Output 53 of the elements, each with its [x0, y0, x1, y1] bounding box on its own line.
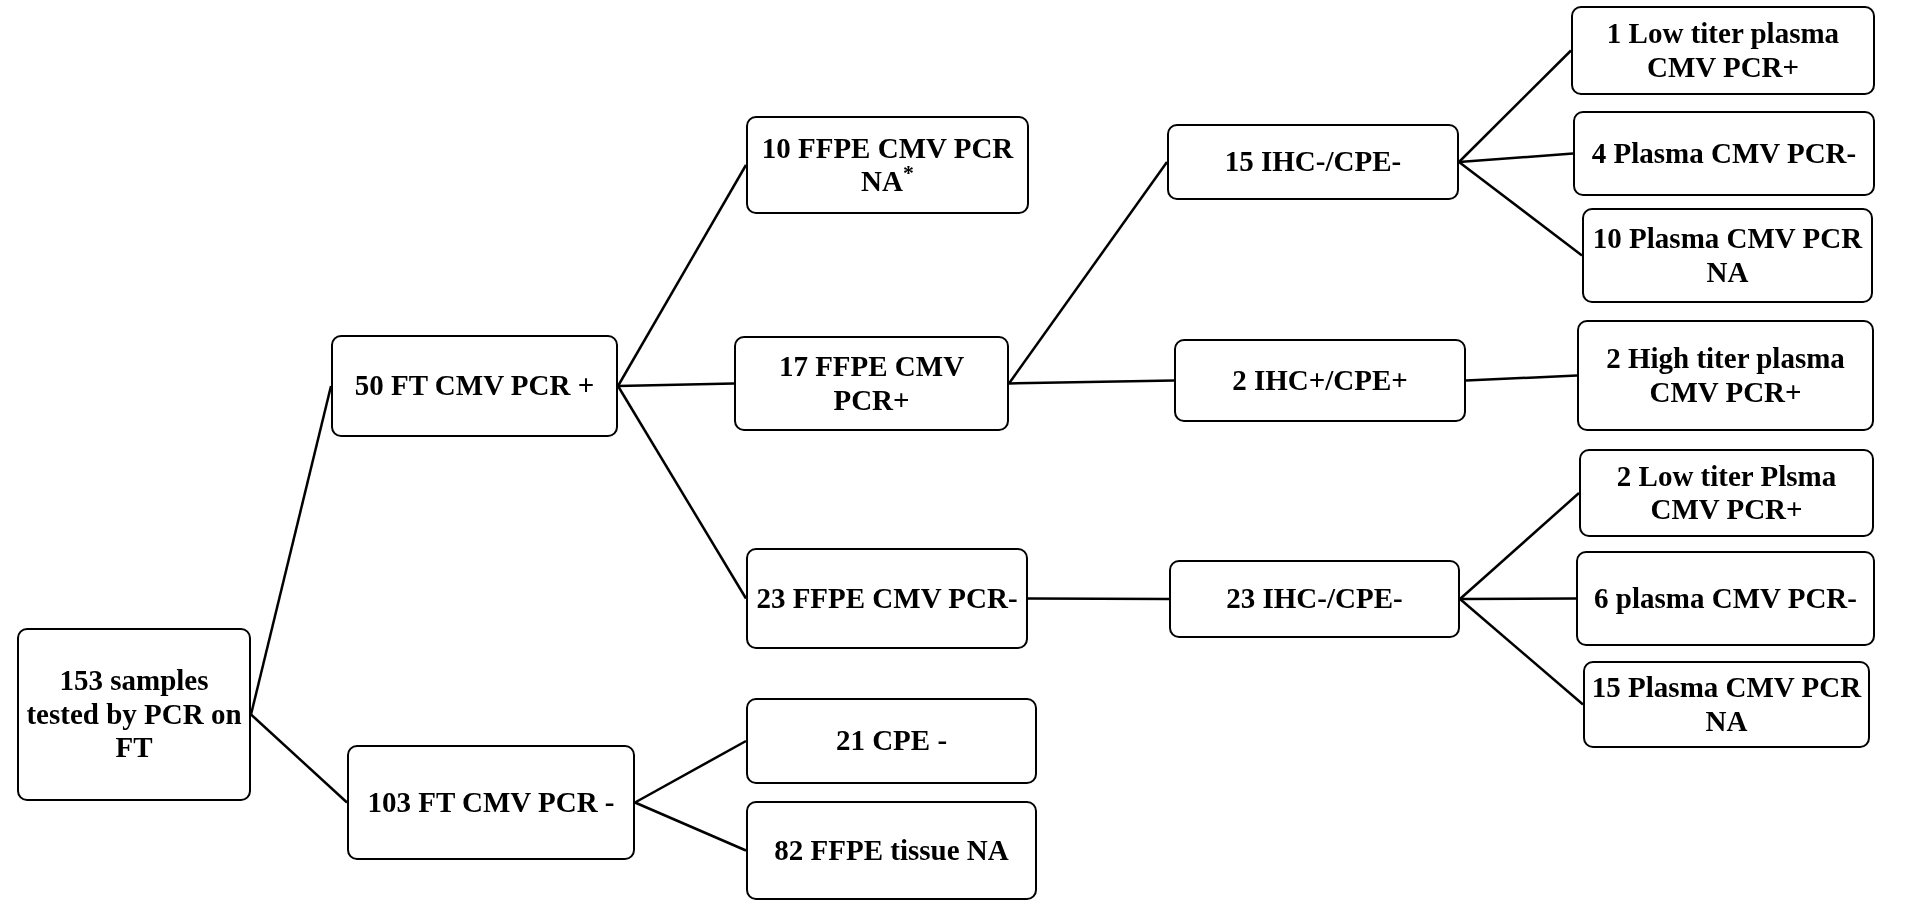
box-text: 23 FFPE CMV PCR- — [756, 581, 1018, 616]
connector-line — [1459, 492, 1580, 600]
process-box — [1577, 320, 1874, 431]
box-text: 15 IHC-/CPE- — [1224, 145, 1402, 179]
connector-line — [1458, 161, 1583, 257]
process-box — [746, 548, 1028, 649]
connector-line — [1458, 49, 1572, 163]
box-text: 50 FT CMV PCR + — [354, 369, 595, 403]
box-text: 82 FFPE tissue NA — [774, 833, 1009, 868]
connector-line — [1459, 598, 1584, 706]
connector-line — [1458, 152, 1574, 164]
process-box — [347, 745, 635, 860]
box-text: 21 CPE - — [835, 724, 948, 758]
process-box — [1576, 551, 1875, 646]
box-text: 2 Low titer Plsma CMV PCR+ — [1615, 459, 1838, 527]
process-box — [1169, 560, 1460, 638]
process-box — [331, 335, 618, 437]
box-text: 15 Plasma CMV PCR NA — [1590, 671, 1863, 738]
box-text: 103 FT CMV PCR - — [367, 785, 615, 820]
connector-line — [634, 801, 747, 852]
process-box — [746, 698, 1037, 784]
box-text: 4 Plasma CMV PCR- — [1591, 136, 1857, 171]
box-text: 17 FFPE CMV PCR+ — [777, 350, 966, 417]
box-text: 10 Plasma CMV PCR NA — [1591, 222, 1864, 289]
process-box — [746, 116, 1029, 214]
process-box — [734, 336, 1009, 431]
box-text: 23 IHC-/CPE- — [1226, 582, 1403, 616]
box-text: 153 samples tested by PCR on FT — [25, 664, 243, 765]
box-text: 2 High titer plasma CMV PCR+ — [1605, 342, 1846, 409]
box-text: 2 IHC+/CPE+ — [1232, 363, 1408, 398]
connector-line — [616, 164, 748, 387]
process-box — [1583, 661, 1870, 748]
box-text: 6 plasma CMV PCR- — [1594, 581, 1857, 616]
connector-line — [1465, 374, 1578, 382]
process-box — [746, 801, 1037, 900]
connector-line — [1008, 161, 1168, 385]
process-box — [1582, 208, 1873, 303]
process-box — [1167, 124, 1459, 200]
process-box — [1174, 339, 1466, 422]
process-box — [1579, 449, 1874, 537]
connector-line — [250, 713, 348, 804]
box-text: 1 Low titer plasma CMV PCR+ — [1605, 17, 1841, 84]
connector-line — [1028, 597, 1169, 601]
process-box — [1571, 6, 1875, 95]
box-text: 10 FFPE CMV PCR NA$^{*}$ — [760, 131, 1015, 199]
connector-line — [1460, 597, 1576, 601]
connector-line — [1008, 379, 1175, 385]
connector-line — [634, 739, 747, 804]
connector-line — [617, 382, 735, 388]
connector-line — [249, 385, 333, 715]
process-box — [17, 628, 251, 801]
connector-line — [616, 385, 748, 600]
process-box — [1573, 111, 1875, 196]
